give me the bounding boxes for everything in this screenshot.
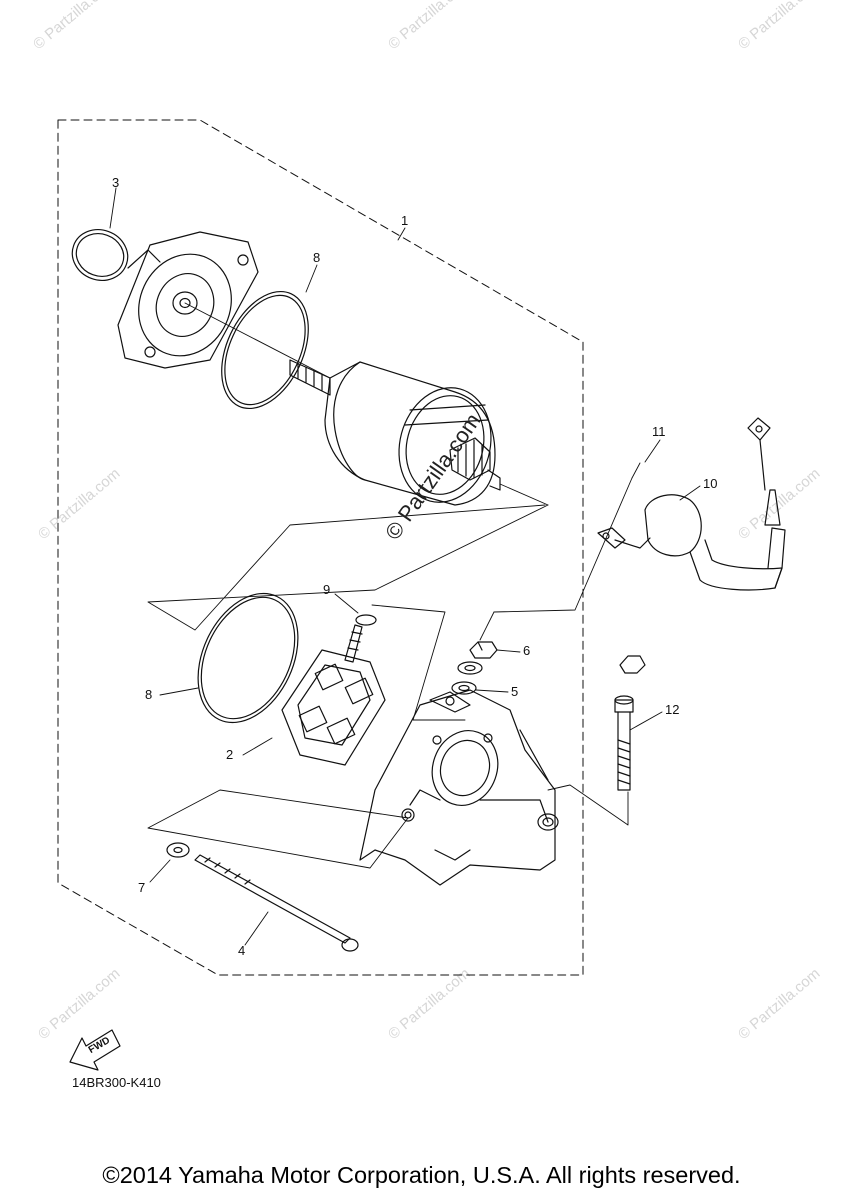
brush-holder-2 (242, 624, 386, 766)
o-ring-3 (71, 187, 129, 281)
callout-7: 7 (138, 880, 146, 895)
drawing-code: 14BR300-K410 (72, 1075, 161, 1090)
callout-10: 10 (703, 476, 718, 491)
bolt-12 (614, 695, 663, 791)
washer-5 (451, 661, 509, 695)
front-cover (117, 231, 259, 369)
fwd-arrow-icon (69, 1029, 121, 1071)
callout-8: 8 (145, 687, 153, 702)
rear-cover (359, 689, 559, 886)
callout-5: 5 (511, 684, 519, 699)
callout-6: 6 (523, 643, 531, 658)
callout-1: 1 (401, 213, 409, 228)
lead-wire-10 (597, 417, 786, 591)
through-bolt-4 (194, 854, 359, 952)
callout-12: 12 (665, 702, 680, 717)
assembly-boundary (57, 119, 584, 976)
callout-8: 8 (313, 250, 321, 265)
nut-6 (469, 641, 521, 659)
washer-9 (334, 593, 377, 626)
callout-3: 3 (112, 175, 120, 190)
callout-9: 9 (323, 582, 331, 597)
o-ring-8-top (221, 264, 318, 410)
starter-yoke (289, 359, 549, 506)
callout-11: 11 (652, 424, 666, 439)
washer-7 (149, 842, 190, 883)
nut-11 (619, 439, 661, 674)
callout-4: 4 (238, 943, 246, 958)
callout-2: 2 (226, 747, 234, 762)
copyright-notice: ©2014 Yamaha Motor Corporation, U.S.A. A… (102, 1162, 741, 1188)
o-ring-8-bottom (159, 592, 299, 724)
